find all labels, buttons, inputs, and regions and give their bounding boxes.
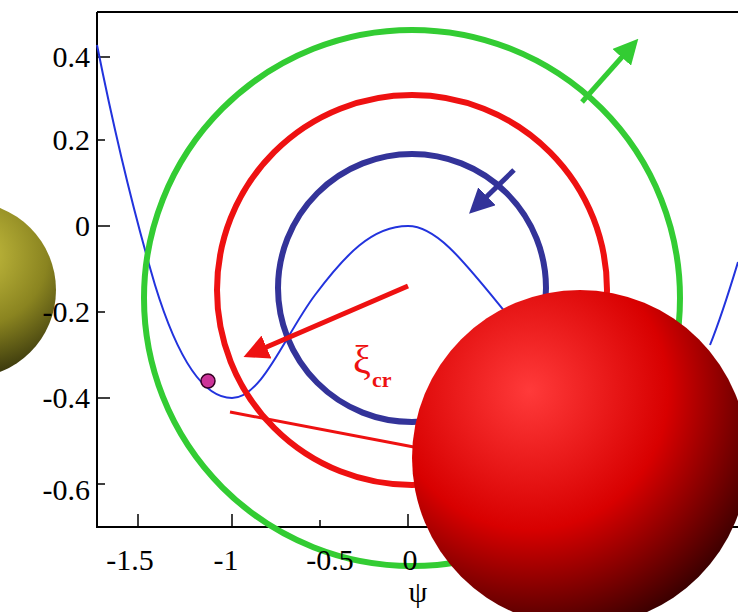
radius-symbol: ξ <box>353 340 371 380</box>
radius-subscript: cr <box>372 369 392 391</box>
yellow-sphere <box>0 202 56 378</box>
potential-curve <box>710 262 738 345</box>
y-tick-label: 0.2 <box>53 125 91 155</box>
leader-line <box>230 412 440 452</box>
radius-arrow <box>255 286 408 352</box>
y-tick-label: 0.4 <box>53 42 91 72</box>
shrink-arrow <box>478 170 514 205</box>
red-sphere <box>412 290 738 612</box>
y-tick-label: -0.6 <box>43 475 91 505</box>
x-tick-label: -0.5 <box>306 545 354 575</box>
y-tick-label: -0.2 <box>43 297 91 327</box>
axis-title: ψ <box>409 577 428 607</box>
y-tick-label: 0 <box>75 211 90 241</box>
x-tick-label: -1 <box>214 545 239 575</box>
growth-arrow <box>582 48 630 102</box>
x-tick-label: -1.5 <box>106 545 154 575</box>
x-tick-label: 0 <box>403 545 418 575</box>
state-dot <box>201 374 215 388</box>
y-tick-label: -0.4 <box>43 383 91 413</box>
